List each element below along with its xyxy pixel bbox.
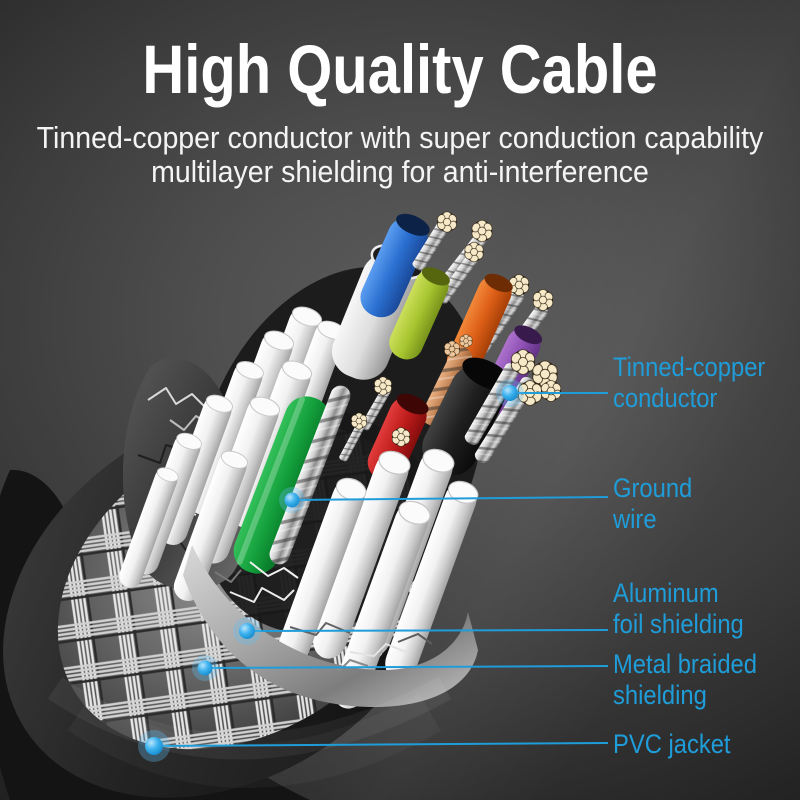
page-subtitle: Tinned-copper conductor with super condu… [32, 121, 768, 189]
dot-metal-braided-shielding [192, 655, 218, 681]
callout-dots [138, 379, 524, 762]
label-metal-braided-shielding: Metal braided shielding [613, 649, 757, 710]
page-title: High Quality Cable [142, 31, 658, 108]
jacket-highlight-soft [67, 692, 441, 788]
dot-pvc-jacket [138, 730, 170, 762]
copper-twisted-conductor [421, 346, 473, 426]
lime-wire [389, 267, 450, 360]
dot-aluminum-foil-shielding [233, 617, 261, 645]
blue-wire [360, 213, 430, 318]
aluminum-foil-band [183, 545, 478, 708]
subtitle-line-2: multilayer shielding for anti-interferen… [151, 154, 649, 189]
dot-tinned-copper-conductor [496, 379, 524, 407]
dot-ground-wire [279, 487, 305, 513]
label-ground-wire: Ground wire [613, 473, 693, 534]
subtitle-line-1: Tinned-copper conductor with super condu… [36, 120, 764, 155]
label-tinned-copper-conductor: Tinned-copper conductor [613, 352, 766, 413]
conductor-end [531, 289, 555, 311]
green-wire [233, 396, 331, 574]
ground-wire-twist [269, 385, 351, 565]
label-aluminum-foil-shielding: Aluminum foil shielding [613, 578, 744, 639]
label-pvc-jacket: PVC jacket [613, 729, 731, 759]
callout-lines [153, 392, 609, 747]
inner-wire-bundle [331, 211, 563, 481]
